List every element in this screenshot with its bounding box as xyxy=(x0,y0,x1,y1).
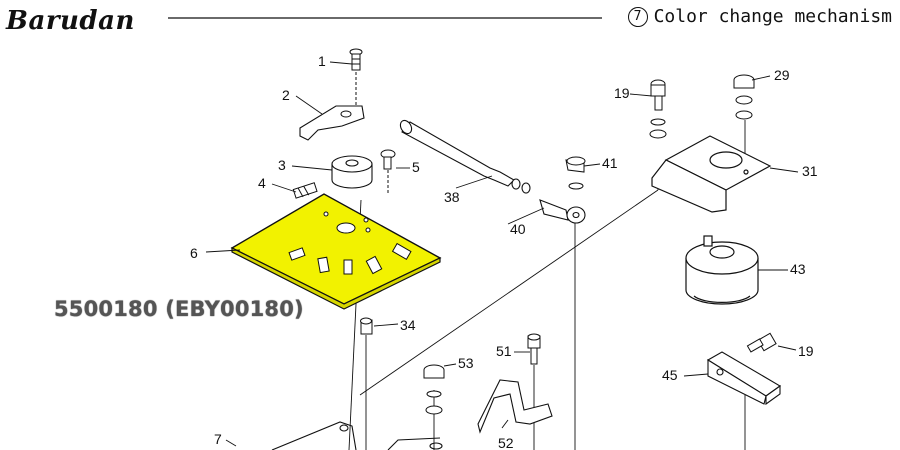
bolt-part-19-top xyxy=(649,79,667,139)
callout-label-19: 19 xyxy=(614,85,630,101)
callout-label-7: 7 xyxy=(214,431,222,447)
callout-label-43: 43 xyxy=(790,261,806,277)
callout-label-51: 51 xyxy=(496,343,512,359)
callout-label-29: 29 xyxy=(774,67,790,83)
base-part-7 xyxy=(271,421,443,450)
lever-part-2 xyxy=(299,105,365,141)
part-number-label: 5500180 (EBY00180) xyxy=(54,297,304,321)
screw-part-5 xyxy=(380,149,396,195)
callout-label-52: 52 xyxy=(498,435,514,450)
callout-label-31: 31 xyxy=(802,163,818,179)
callout-label-38: 38 xyxy=(444,189,460,205)
spacer-part-34 xyxy=(360,317,373,335)
coupling-part-45 xyxy=(706,351,782,406)
motor-part-43 xyxy=(685,235,759,305)
callout-label-4: 4 xyxy=(258,175,266,191)
callout-label-53: 53 xyxy=(458,355,474,371)
callout-label-2: 2 xyxy=(282,87,290,103)
callout-label-1: 1 xyxy=(318,53,326,69)
callout-label-6: 6 xyxy=(190,245,198,261)
highlighted-plate-part-6 xyxy=(230,193,442,310)
leader-lines xyxy=(205,61,799,447)
nut-part-29 xyxy=(733,74,755,120)
rod-end-part-40 xyxy=(539,199,586,224)
callout-label-34: 34 xyxy=(400,317,416,333)
bracket-part-52 xyxy=(477,379,553,434)
bolt-part-19-lower xyxy=(746,332,777,353)
screw-part-51 xyxy=(527,333,541,365)
callout-label-40: 40 xyxy=(510,221,526,237)
shaft-part-38 xyxy=(399,119,531,194)
nut-part-41 xyxy=(565,156,586,190)
section-number: 7 xyxy=(627,7,648,27)
collar-part-3 xyxy=(331,155,373,189)
section-title-text: Color change mechanism xyxy=(653,6,892,27)
screw-part-1 xyxy=(349,48,363,105)
brand-logo: Barudan xyxy=(6,6,135,36)
callout-label-45: 45 xyxy=(662,367,678,383)
callout-label-5: 5 xyxy=(412,159,420,175)
callout-label-3: 3 xyxy=(278,157,286,173)
nut-part-53 xyxy=(423,364,445,415)
callout-label-41: 41 xyxy=(602,155,618,171)
bracket-part-31 xyxy=(651,135,772,213)
set-screw-part-4 xyxy=(292,182,318,199)
callout-label-19: 19 xyxy=(798,343,814,359)
